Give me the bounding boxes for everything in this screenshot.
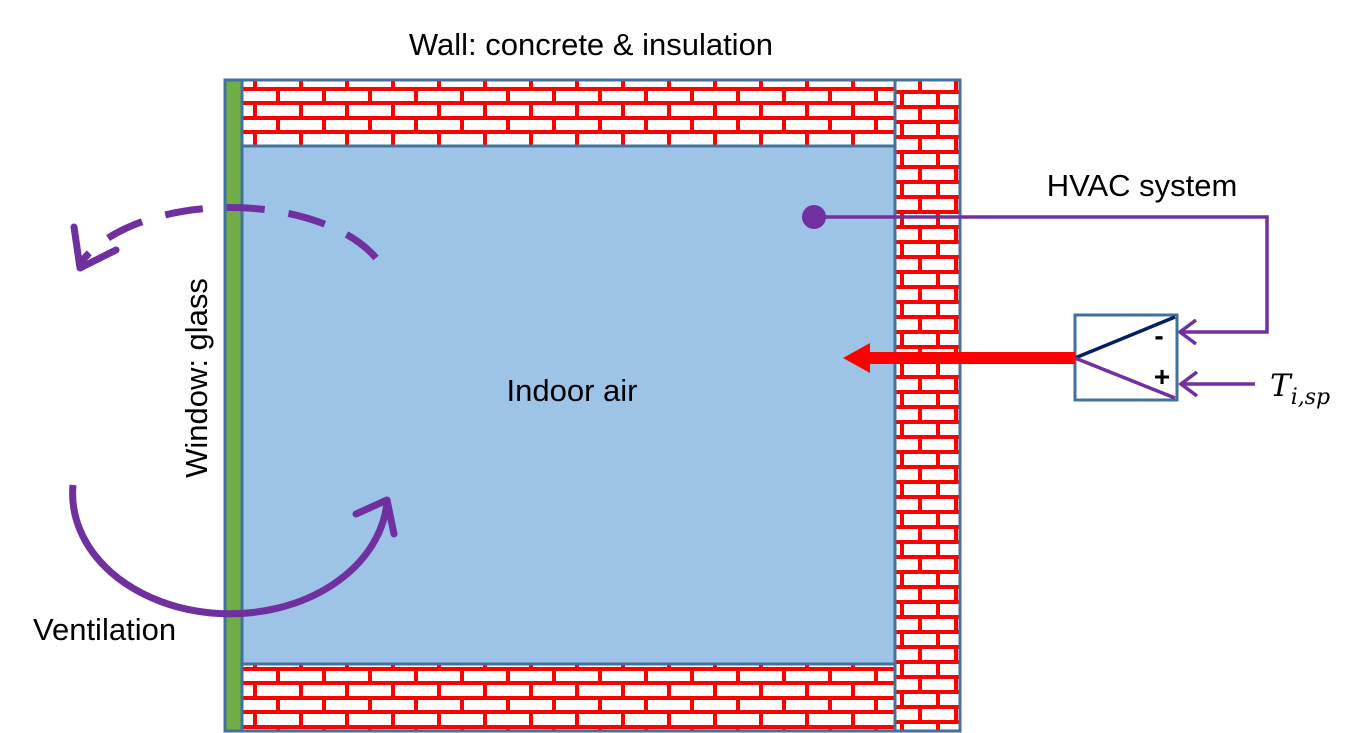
wall-label: Wall: concrete & insulation — [409, 27, 773, 62]
controller-plus-sign: + — [1154, 361, 1170, 392]
ventilation-dashed-arc — [77, 204, 379, 266]
indoor-air-label: Indoor air — [507, 373, 638, 408]
heat-flow-arrow-shaft — [868, 352, 1075, 364]
setpoint-arrowhead — [1178, 370, 1199, 398]
setpoint-subscript: i,sp — [1291, 385, 1330, 410]
setpoint-main: T — [1270, 368, 1293, 404]
top-wall — [223, 78, 897, 148]
ventilation-dashed-arrowhead — [70, 223, 120, 272]
indoor-air-zone — [240, 144, 897, 666]
ventilation-label: Ventilation — [33, 612, 176, 647]
ventilation-solid-arc — [69, 484, 391, 618]
controller-line-upper — [1074, 315, 1176, 360]
feedback-arrowhead — [1177, 318, 1198, 346]
bottom-wall — [223, 662, 897, 733]
controller-line-lower — [1074, 356, 1176, 400]
right-wall — [893, 78, 962, 733]
window-glass — [223, 78, 244, 733]
sensor-feedback-line — [814, 215, 1269, 334]
setpoint-label: Ti,sp — [1270, 368, 1330, 410]
hvac-controller — [1073, 313, 1179, 402]
heat-flow-arrowhead — [843, 343, 870, 373]
controller-minus-sign: - — [1154, 320, 1163, 351]
ventilation-solid-arrowhead — [352, 496, 398, 538]
window-label: Window: glass — [179, 278, 214, 478]
hvac-label: HVAC system — [1047, 168, 1238, 203]
